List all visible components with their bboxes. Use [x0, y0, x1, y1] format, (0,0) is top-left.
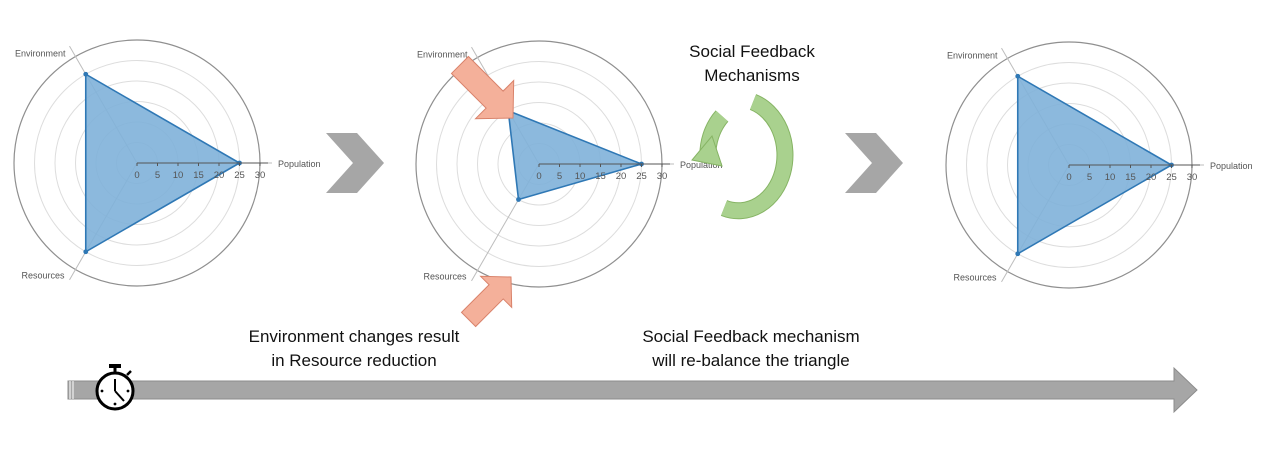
radar-data-point	[1015, 251, 1021, 257]
caption-left-line2: in Resource reduction	[271, 351, 436, 370]
feedback-title-line2: Mechanisms	[704, 66, 799, 85]
block-arrow-icon	[450, 55, 515, 120]
caption-right-line2: will re-balance the triangle	[651, 351, 850, 370]
radar-data-point	[1015, 73, 1021, 79]
radar-tick-label: 15	[193, 170, 204, 181]
radar-axis-label-population: Population	[680, 160, 723, 170]
radar-axis-label-environment: Environment	[417, 49, 468, 59]
radar-tick-label: 30	[657, 171, 668, 182]
radar-tick-label: 15	[595, 171, 606, 182]
radar-tick-label: 0	[536, 171, 541, 182]
radar-tick-label: 0	[134, 170, 139, 181]
radar-tick-label: 25	[1166, 172, 1177, 183]
feedback-title-line1: Social Feedback	[689, 42, 815, 61]
radar-tick-label: 15	[1125, 172, 1136, 183]
radar-tick-label: 20	[616, 171, 627, 182]
radar-tick-label: 5	[557, 171, 562, 182]
radar-data-polygon	[507, 109, 644, 201]
radar-axis-label-resources: Resources	[423, 272, 467, 282]
radar-axis-label-population: Population	[278, 159, 321, 169]
radar-tick-label: 20	[1146, 172, 1157, 183]
radar-tick-label: 30	[255, 170, 266, 181]
radar-axis-label-environment: Environment	[15, 48, 66, 58]
radar-tick-label: 5	[1087, 172, 1092, 183]
radar-axis-label-environment: Environment	[947, 50, 998, 60]
radar-axis-label-resources: Resources	[21, 271, 65, 281]
radar-axis-label-resources: Resources	[953, 273, 997, 283]
radar-tick-label: 30	[1187, 172, 1198, 183]
block-arrow-icon	[460, 275, 513, 328]
radar-tick-label: 20	[214, 170, 225, 181]
radar-tick-label: 25	[636, 171, 647, 182]
radar-tick-label: 10	[1105, 172, 1116, 183]
radar-tick-label: 0	[1066, 172, 1071, 183]
chevron-right-icon	[845, 133, 903, 193]
radar-tick-label: 10	[575, 171, 586, 182]
caption-left-line1: Environment changes result	[249, 327, 460, 346]
radar-axis-label-population: Population	[1210, 161, 1253, 171]
radar-data-point	[83, 249, 89, 255]
timeline-arrow	[67, 366, 1198, 414]
chevron-right-icon	[326, 133, 384, 193]
radar-data-point	[83, 71, 89, 77]
stopwatch-icon	[95, 364, 135, 411]
circular-arrow-icon	[691, 94, 794, 220]
radar-data-point	[516, 197, 521, 202]
radar-tick-label: 10	[173, 170, 184, 181]
radar-tick-label: 25	[234, 170, 245, 181]
caption-right-line1: Social Feedback mechanism	[642, 327, 859, 346]
radar-tick-label: 5	[155, 170, 160, 181]
